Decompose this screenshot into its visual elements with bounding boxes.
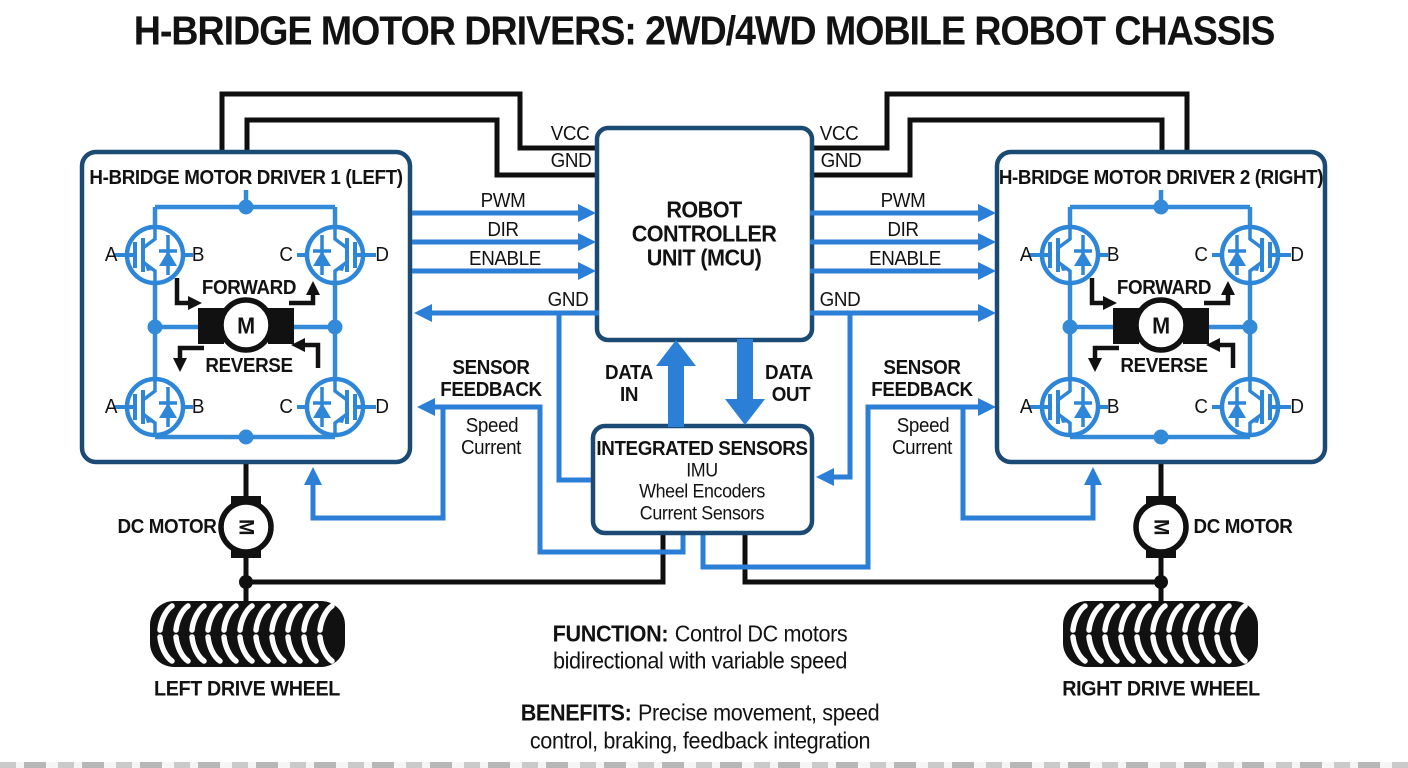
transistor-label-a: A (1019, 396, 1033, 418)
data-out-label: OUT (771, 384, 811, 406)
dc-motor-label-right: DC MOTOR (1193, 516, 1293, 538)
sensor-item-current: Current Sensors (639, 503, 765, 525)
sensor-item-imu: IMU (686, 460, 718, 482)
transistor-label-d: D (1290, 396, 1304, 418)
vcc-label-right: VCC (819, 123, 859, 145)
pwm-label-right: PWM (880, 190, 926, 212)
sensors-box (590, 423, 815, 536)
driver-left-title: H-BRIDGE MOTOR DRIVER 1 (LEFT) (89, 167, 403, 189)
feedback-wires (310, 315, 1096, 570)
bridge-motor-symbol: M (237, 312, 255, 339)
signal-wires (412, 210, 982, 316)
reverse-label: REVERSE (1120, 355, 1208, 377)
transistor-label-c: C (279, 396, 293, 418)
transistor-label-c: C (279, 244, 293, 266)
dc-motor-symbol: M (234, 518, 258, 536)
transistor-label-a: A (1019, 244, 1033, 266)
function-note-line1: FUNCTION:Control DC motors (552, 620, 848, 647)
reverse-label: REVERSE (205, 355, 293, 377)
transistor-label-c: C (1194, 244, 1208, 266)
page-title: H-BRIDGE MOTOR DRIVERS: 2WD/4WD MOBILE R… (133, 7, 1276, 54)
sensor-item-encoders: Wheel Encoders (639, 481, 765, 503)
feedback-current-label: Current (891, 437, 953, 459)
feedback-speed-label: Speed (896, 415, 950, 437)
function-note-line2: bidirectional with variable speed (552, 647, 848, 674)
mcu-box (594, 125, 815, 343)
transistor-label-b: B (191, 244, 205, 266)
data-in-label: IN (619, 384, 639, 406)
transistor-label-b: B (1106, 244, 1120, 266)
transistor-label-b: B (1106, 396, 1120, 418)
dc-motor-symbol: M (1149, 518, 1173, 536)
data-out-label: DATA (765, 362, 813, 384)
left-wheel-label: LEFT DRIVE WHEEL (154, 677, 340, 701)
enable-label-left: ENABLE (469, 248, 541, 270)
dir-label-left: DIR (487, 219, 519, 241)
bridge-motor-symbol: M (1152, 312, 1170, 339)
benefits-note-text: Precise movement, speed (637, 699, 880, 726)
transistor-label-d: D (1290, 244, 1304, 266)
data-in-label: DATA (605, 362, 653, 384)
dc-motor-label-left: DC MOTOR (117, 516, 217, 538)
function-note-text: Control DC motors (674, 620, 848, 647)
benefits-note-line1: BENEFITS:Precise movement, speed (520, 699, 880, 726)
feedback-current-label: Current (460, 437, 522, 459)
gnd-signal-label-left: GND (547, 289, 589, 311)
pwm-label-left: PWM (480, 190, 526, 212)
benefits-note-line2: control, braking, feedback integration (529, 727, 871, 754)
mcu-title-line1: ROBOT (666, 196, 742, 223)
sensor-feedback-title: FEEDBACK (440, 379, 542, 401)
driver-right-title: H-BRIDGE MOTOR DRIVER 2 (RIGHT) (998, 167, 1324, 189)
sensor-feedback-title: FEEDBACK (871, 379, 973, 401)
transistor-label-d: D (375, 244, 389, 266)
transistor-label-a: A (104, 396, 118, 418)
transistor-label-b: B (191, 396, 205, 418)
power-wires (219, 91, 1190, 603)
sensor-feedback-title: SENSOR (883, 357, 961, 379)
gnd-label-left: GND (550, 150, 592, 172)
bottom-crop-artifact (0, 762, 1408, 768)
right-wheel-label: RIGHT DRIVE WHEEL (1062, 677, 1260, 701)
transistor-label-a: A (104, 244, 118, 266)
power-junctions (239, 575, 1168, 589)
benefits-note-label: BENEFITS: (520, 699, 632, 726)
vcc-label-left: VCC (550, 123, 590, 145)
forward-label: FORWARD (201, 277, 297, 299)
forward-label: FORWARD (1116, 277, 1212, 299)
sensors-title: INTEGRATED SENSORS (596, 438, 808, 460)
mcu-title-line3: UNIT (MCU) (646, 244, 762, 271)
feedback-speed-label: Speed (465, 415, 519, 437)
mcu-title-line2: CONTROLLER (631, 220, 777, 247)
transistor-label-c: C (1194, 396, 1208, 418)
sensor-feedback-title: SENSOR (452, 357, 530, 379)
function-note-label: FUNCTION: (552, 620, 669, 647)
gnd-signal-label-right: GND (819, 289, 861, 311)
data-flow-arrows (656, 339, 765, 427)
gnd-label-right: GND (820, 150, 862, 172)
transistor-label-d: D (375, 396, 389, 418)
dir-label-right: DIR (887, 219, 919, 241)
enable-label-right: ENABLE (869, 248, 941, 270)
